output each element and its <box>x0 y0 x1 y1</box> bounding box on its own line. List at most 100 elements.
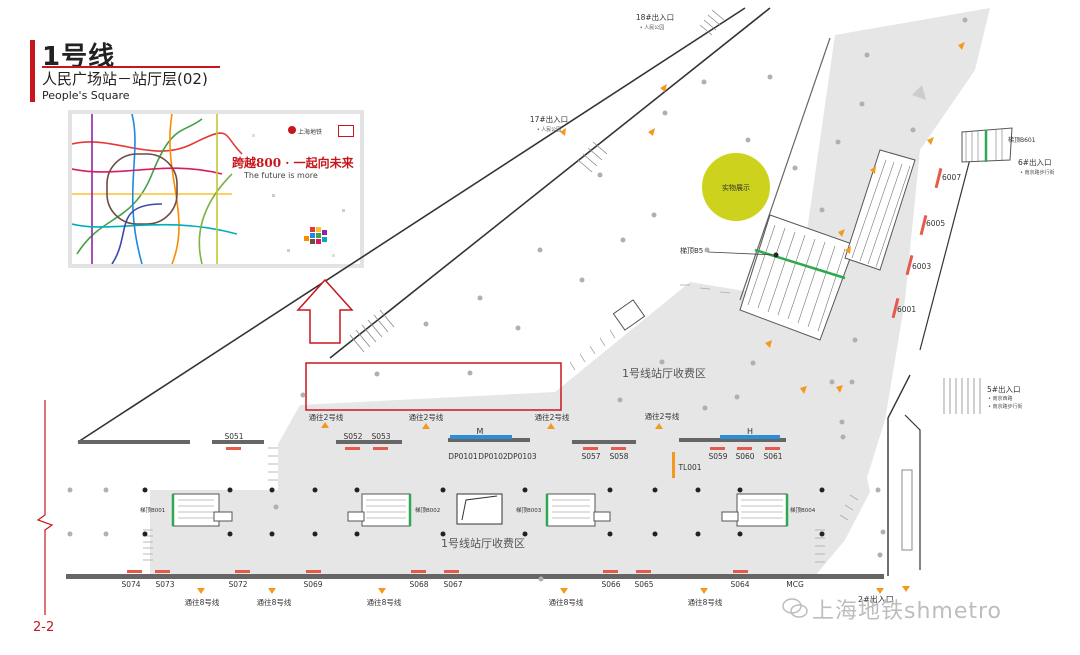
transfer-line2-label: 通往2号线 <box>409 412 444 422</box>
exit-6-sub: • 南京路步行街 <box>1020 169 1055 176</box>
code-markers-lower <box>127 570 748 573</box>
escalator-b601 <box>961 127 1013 163</box>
equipment-code: S057 <box>581 452 600 461</box>
gate-code: DP0103 <box>507 452 537 461</box>
escalator-bank-east <box>844 149 916 271</box>
equipment-code: S053 <box>371 432 390 441</box>
equipment-code: 6007 <box>942 173 961 182</box>
metro-network-graphic <box>72 114 345 264</box>
page-number: 2-2 <box>33 620 55 635</box>
ad-slogan: 跨越800 · 一起向未来 <box>232 156 354 170</box>
escalator-b002 <box>347 493 412 527</box>
equipment-code: S072 <box>228 580 247 589</box>
equipment-code: S069 <box>303 580 322 589</box>
exit-5-sub-1: • 南京西路 <box>988 395 1013 402</box>
concourse-floor <box>786 8 990 500</box>
paid-area-label-lower: 1号线站厅收费区 <box>441 536 525 550</box>
transfer-line2-label: 通往2号线 <box>309 412 344 422</box>
upper-paid-area-floor <box>278 282 800 444</box>
highlight-box <box>305 362 562 411</box>
tl-code: TL001 <box>677 463 701 472</box>
gate-code: DP0102 <box>478 452 508 461</box>
code-markers-upper <box>226 447 780 450</box>
pixel-squares-decoration <box>252 134 345 257</box>
wall-segment <box>78 440 190 444</box>
escalator-b003 <box>545 493 611 527</box>
elevator-b5-label: 梯顶B5 <box>680 246 703 255</box>
gate-letter-m: M <box>477 427 484 436</box>
exit-6-label: 6#出入口 <box>1018 157 1052 167</box>
escalator-bank-b5 <box>739 214 856 341</box>
elevator-b003-label: 梯顶B003 <box>516 506 542 514</box>
equipment-code: S066 <box>601 580 620 589</box>
tl-marker <box>672 452 675 478</box>
station-english-name: People's Square <box>42 89 130 102</box>
equipment-code: S065 <box>634 580 653 589</box>
ad-logo-text: 上海地铁 <box>298 129 323 136</box>
ad-poster: 上海地铁 跨越800 · 一起向未来 The future is more <box>72 114 360 264</box>
equipment-code: MCG <box>786 580 804 589</box>
pillars-gray <box>67 17 968 582</box>
ramp-lower-right <box>815 494 859 563</box>
equipment-code: S051 <box>224 432 243 441</box>
transfer-line8-label: 通往8号线 <box>367 597 402 607</box>
stair-exit-5 <box>943 378 981 414</box>
pillar-marker <box>912 85 926 100</box>
transfer-line8-label: 通往8号线 <box>185 597 220 607</box>
ad-slogan-english: The future is more <box>244 171 318 180</box>
east-wall <box>887 374 911 576</box>
transfer-line2-label: 通往2号线 <box>535 412 570 422</box>
corridor-wall-inner <box>329 7 771 359</box>
exit-marker <box>919 215 928 236</box>
gate-letter-h: H <box>747 427 753 436</box>
ramp-lower-left <box>143 447 278 561</box>
exit-17-sub: • 人民公园 <box>537 127 562 133</box>
break-line <box>36 400 54 615</box>
exit-18-label: 18#出入口 <box>636 12 674 22</box>
exit-2-label: 2#出入口 <box>858 594 894 604</box>
stair-east-vertical <box>901 469 913 551</box>
equipment-code: S067 <box>443 580 462 589</box>
ad-panel: 上海地铁 跨越800 · 一起向未来 The future is more <box>68 110 364 268</box>
transfer-line8-label: 通往8号线 <box>688 597 723 607</box>
escalator-b001 <box>171 493 233 527</box>
equipment-code: S064 <box>730 580 749 589</box>
direction-arrows <box>197 42 965 594</box>
title-accent-bar <box>30 40 35 102</box>
concourse-wall-left <box>739 37 831 301</box>
lower-paid-area-floor <box>150 444 870 576</box>
gate-code: DP0101 <box>448 452 478 461</box>
pillars-black <box>142 252 825 537</box>
wall-segment <box>572 440 636 444</box>
station-title: 人民广场站－站厅层(02) <box>42 70 208 88</box>
title-divider <box>42 66 220 68</box>
exit-5-label: 5#出入口 <box>987 384 1021 394</box>
wechat-icon <box>782 598 808 618</box>
kiosk-mark <box>461 495 498 521</box>
gate-wall <box>679 438 786 442</box>
equipment-code: S073 <box>155 580 174 589</box>
escalator-b004 <box>721 493 789 527</box>
equipment-code: S058 <box>609 452 628 461</box>
exit-marker <box>905 255 914 276</box>
stair-exit-18 <box>699 9 725 36</box>
direction-up-arrow-icon <box>296 278 354 344</box>
wall-segment <box>336 440 402 444</box>
gate-bar-h <box>720 435 780 439</box>
exit-18-sub: • 人民公园 <box>640 25 665 31</box>
gate-wall <box>448 438 530 442</box>
elevator-b004-label: 梯顶B004 <box>790 506 816 514</box>
wall-segment <box>212 440 264 444</box>
east-wall-inner <box>904 414 921 570</box>
corridor-wall-outer <box>77 7 746 443</box>
exit-5-sub-2: • 南京路步行街 <box>988 403 1023 410</box>
equipment-code: 6001 <box>897 305 916 314</box>
equipment-code: S052 <box>343 432 362 441</box>
exit-marker <box>891 298 900 319</box>
stair-exit-17 <box>577 141 608 173</box>
equipment-code: S061 <box>763 452 782 461</box>
exit-17-label: 17#出入口 <box>530 114 568 124</box>
transfer-line8-label: 通往8号线 <box>257 597 292 607</box>
transfer-line8-label: 通往8号线 <box>549 597 584 607</box>
transfer-line2-label: 通往2号线 <box>645 411 680 421</box>
